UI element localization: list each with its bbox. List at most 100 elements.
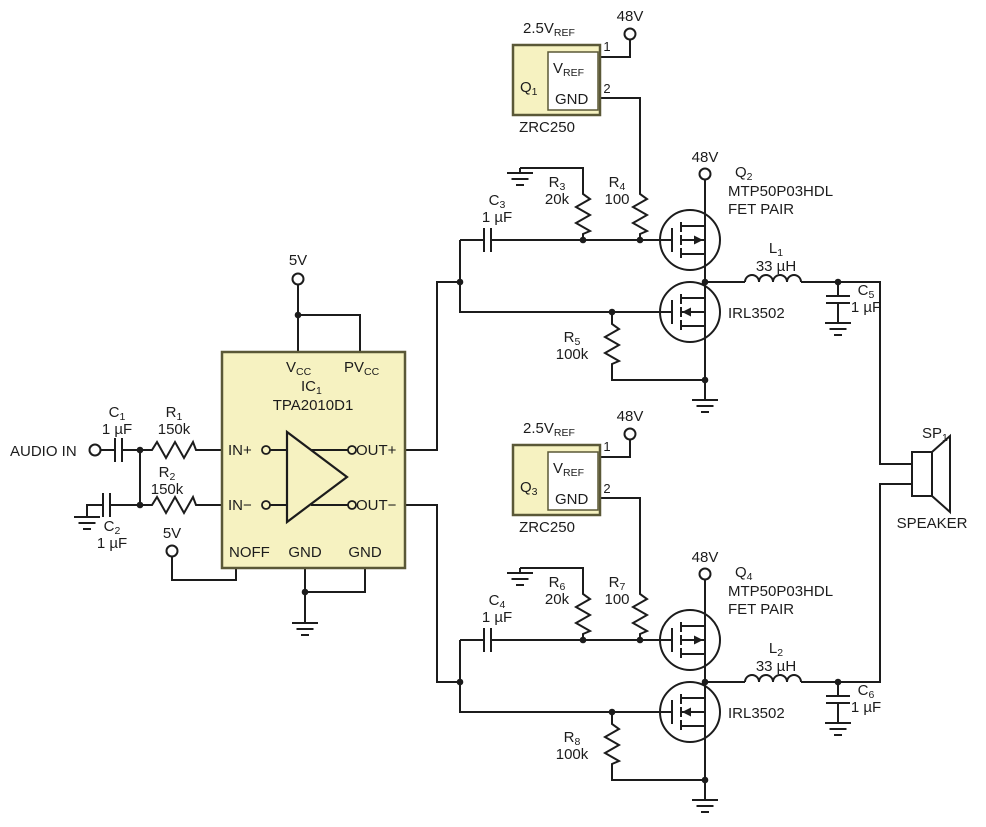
r1-ref-label: R1	[166, 404, 183, 423]
ic1-opamp-triangle	[285, 429, 349, 525]
q1-pin1-net-wires	[598, 39, 631, 58]
c4-ref-label: C4	[489, 592, 506, 611]
ground-symbol-c5	[824, 317, 852, 336]
ground-symbol-nfet-top	[691, 394, 719, 413]
r8-value-label: 100k	[556, 746, 589, 763]
l1-inductor	[744, 274, 802, 283]
v48-label-q4: 48V	[692, 549, 719, 566]
ground-symbol-nfet-bottom	[691, 794, 719, 813]
ic1-pin-inn-label: IN−	[228, 497, 252, 514]
r8-ref-label: R8	[564, 729, 581, 748]
q1-pin1-number: 1	[603, 39, 610, 54]
l2-value-label: 33 µH	[756, 658, 796, 675]
v5-terminal-vcc	[291, 272, 305, 286]
c2-value-label: 1 µF	[97, 535, 127, 552]
r4-net-wires	[598, 97, 641, 240]
r2-ref-label: R2	[159, 464, 176, 483]
r7-net-wires	[598, 497, 641, 640]
out-plus-net-wires	[405, 239, 660, 451]
l2-inductor	[744, 674, 802, 683]
r8-resistor	[604, 719, 620, 769]
q1-pin2-number: 2	[603, 81, 610, 96]
l2-ref-label: L2	[769, 640, 783, 659]
c1-capacitor	[114, 438, 123, 462]
r2-resistor	[147, 496, 201, 514]
q2-part2-label: FET PAIR	[728, 201, 794, 218]
r7-ref-label: R7	[609, 574, 626, 593]
q1-ref-label: Q1	[520, 79, 538, 98]
r6-resistor	[575, 589, 591, 639]
c1-value-label: 1 µF	[102, 421, 132, 438]
c3-capacitor	[483, 228, 492, 252]
v48-label-q2: 48V	[692, 149, 719, 166]
junction-dots	[136, 236, 842, 784]
r1-value-label: 150k	[158, 421, 191, 438]
c1-ref-label: C1	[109, 404, 126, 423]
c6-value-label: 1 µF	[851, 699, 881, 716]
top-output-net-wires	[705, 281, 912, 465]
q1-part-label: ZRC250	[519, 119, 575, 136]
v48-label-q1: 48V	[617, 8, 644, 25]
c5-value-label: 1 µF	[851, 299, 881, 316]
ic1-pin-vcc-label: VCC	[286, 359, 312, 378]
q3-pin-vref-label: VREF	[553, 460, 584, 479]
ic1-pin-gnd2-label: GND	[348, 544, 382, 561]
vcc-net-wires	[297, 284, 361, 352]
v5-terminal-noff	[165, 544, 179, 558]
q3-pin2-number: 2	[603, 481, 610, 496]
ground-symbol-r6	[506, 567, 534, 586]
ic1-pin-noff-label: NOFF	[229, 544, 270, 561]
c6-ref-label: C6	[858, 682, 875, 701]
c4-capacitor	[483, 628, 492, 652]
speaker-symbol	[911, 451, 933, 497]
r3-ref-label: R3	[549, 174, 566, 193]
ic1-inp-pin-circle	[261, 445, 271, 455]
r5-ref-label: R5	[564, 329, 581, 348]
q1-vref-value-label: 2.5VREF	[523, 20, 575, 39]
q4-part2-label: FET PAIR	[728, 601, 794, 618]
q3-part-label: ZRC250	[519, 519, 575, 536]
r4-ref-label: R4	[609, 174, 626, 193]
bottom-output-net-wires	[705, 483, 912, 718]
q3-inner-box	[547, 451, 599, 511]
c5-capacitor	[826, 295, 850, 304]
c5-ref-label: C5	[858, 282, 875, 301]
q1-pin-gnd-label: GND	[555, 91, 589, 108]
l1-ref-label: L1	[769, 240, 783, 259]
audio-in-label: AUDIO IN	[10, 443, 77, 460]
speaker-label: SPEAKER	[897, 515, 968, 532]
ic1-internal-stubs	[270, 449, 348, 506]
c4-value-label: 1 µF	[482, 609, 512, 626]
q2-pfet-symbol	[659, 197, 721, 283]
r1-resistor	[147, 441, 201, 459]
q4-part-label: MTP50P03HDL	[728, 583, 833, 600]
c3-value-label: 1 µF	[482, 209, 512, 226]
ic1-pin-outp-label: OUT+	[356, 442, 397, 459]
r4-value-label: 100	[604, 191, 629, 208]
v5-label-noff: 5V	[163, 525, 181, 542]
q2-part-label: MTP50P03HDL	[728, 183, 833, 200]
r3-resistor	[575, 189, 591, 239]
r7-value-label: 100	[604, 591, 629, 608]
ic1-outp-pin-circle	[347, 445, 357, 455]
audio-in-terminal	[88, 443, 102, 457]
nfet-top-part-label: IRL3502	[728, 305, 785, 322]
q3-ref-label: Q3	[520, 479, 538, 498]
r3-value-label: 20k	[545, 191, 570, 208]
out-minus-net-wires	[405, 504, 660, 713]
noff-net-wires	[171, 556, 237, 581]
nfet-bottom-part-label: IRL3502	[728, 705, 785, 722]
ic-gnd-net-wires	[304, 568, 366, 618]
ic1-pin-outn-label: OUT−	[356, 497, 397, 514]
ic1-part-label: TPA2010D1	[273, 397, 354, 414]
c6-capacitor	[826, 695, 850, 704]
ic1-ref-label: IC1	[301, 378, 322, 397]
r7-resistor	[632, 589, 648, 639]
ic1-pin-inp-label: IN+	[228, 442, 252, 459]
q3-pin1-net-wires	[598, 439, 631, 458]
q1-inner-box	[547, 51, 599, 111]
q3-pin1-number: 1	[603, 439, 610, 454]
v48-label-q3: 48V	[617, 408, 644, 425]
